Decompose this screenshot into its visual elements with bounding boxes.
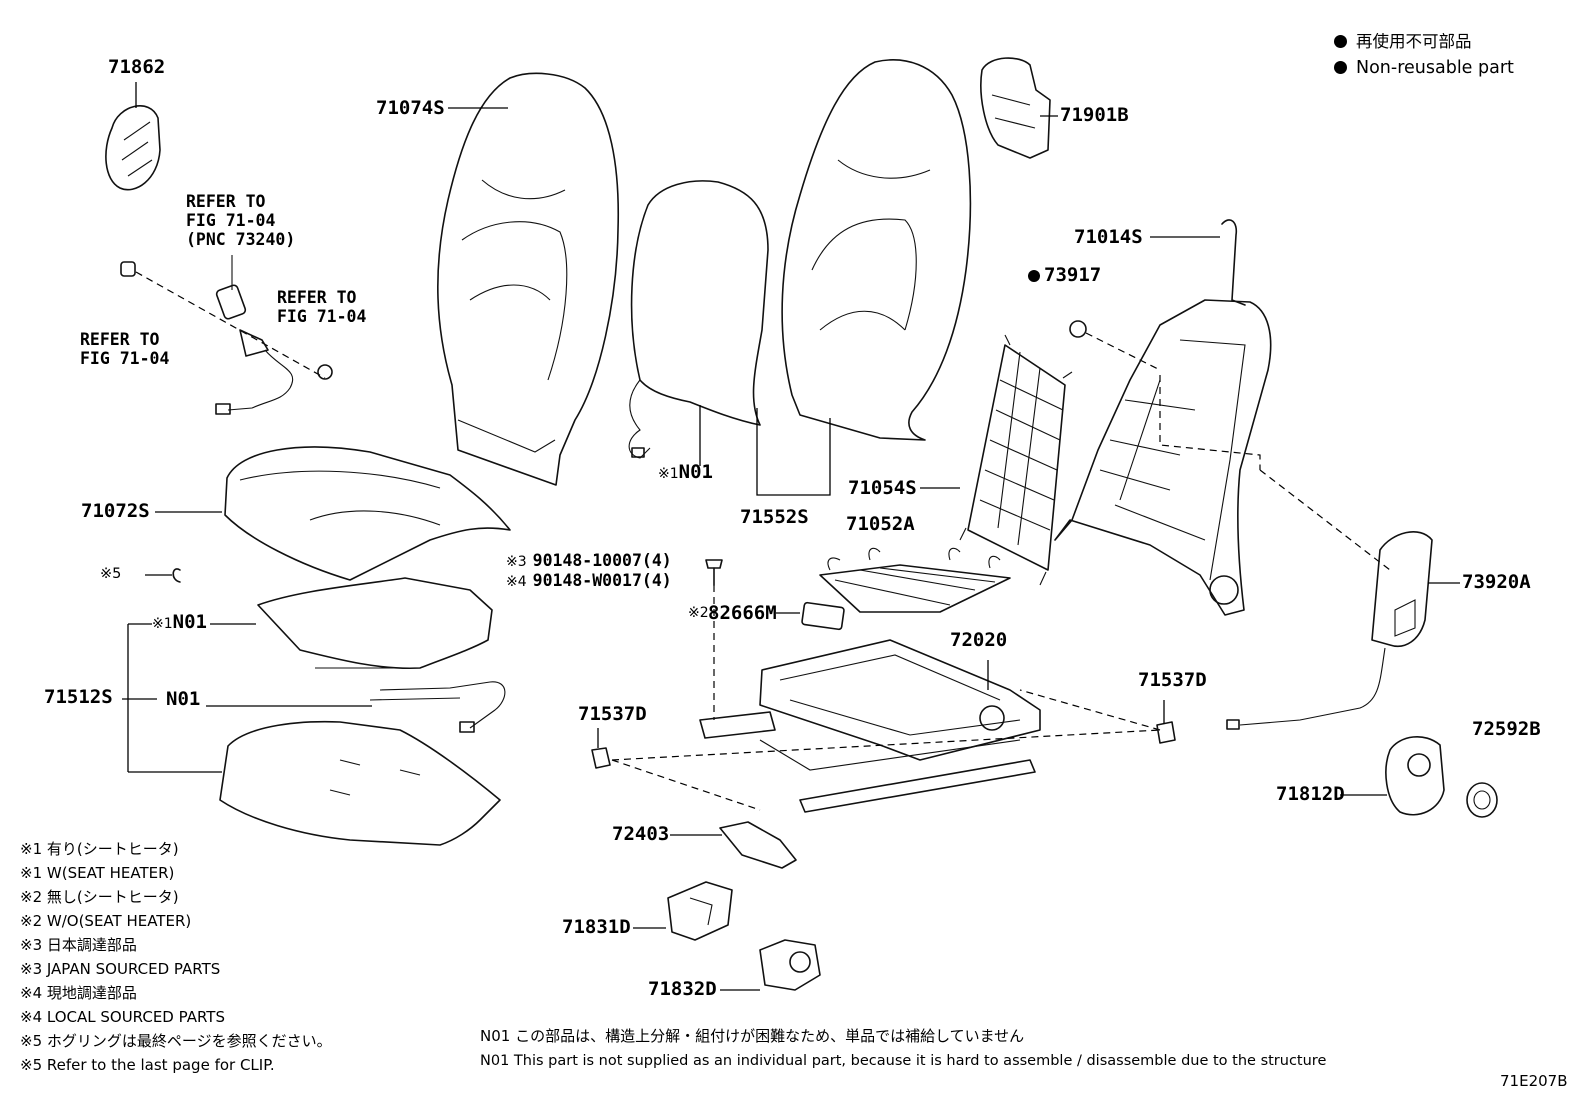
- label-71512s: 71512S: [44, 686, 113, 708]
- mark-4: ※4: [506, 574, 527, 590]
- legend-english-text: Non-reusable part: [1356, 58, 1514, 78]
- label-71537d-left: 71537D: [578, 703, 647, 725]
- label-72592b: 72592B: [1472, 718, 1541, 740]
- part-71054s-spring-mat-drawing: [959, 334, 1073, 586]
- part-n01-heater-pad-drawing: [257, 577, 493, 670]
- label-71054s: 71054S: [848, 477, 917, 499]
- part-73917-grommet-drawing: [1069, 320, 1161, 371]
- part-71052a-spring-set-drawing: [819, 547, 1011, 613]
- label-clip-mark: ※5: [100, 566, 122, 582]
- part-71072s-cushion-cover-drawing: [224, 446, 511, 581]
- legend-japanese: 再使用不可部品: [1334, 32, 1472, 51]
- refer-to-fig-right: REFER TO FIG 71-04: [277, 288, 367, 326]
- part-71832d-cover-drawing: [759, 939, 821, 991]
- label-71832d: 71832D: [648, 978, 717, 1000]
- n01-note-english: N01 This part is not supplied as an indi…: [480, 1053, 1327, 1069]
- label-72403: 72403: [612, 823, 670, 845]
- label-n01-cushion: N01: [166, 688, 201, 710]
- footnote-3-ja: ※3 日本調達部品: [20, 936, 137, 954]
- part-cushion-pad-drawing: [219, 720, 501, 846]
- part-71862-cover-drawing: [105, 105, 161, 191]
- bolt-90148-drawing: [705, 559, 723, 720]
- part-n01-harness-drawing: [369, 681, 506, 733]
- label-72020: 72020: [950, 629, 1008, 651]
- part-71901b-panel-drawing: [980, 57, 1051, 159]
- label-73917-text: 73917: [1044, 264, 1102, 286]
- label-n01-seatback: ※1N01: [658, 463, 713, 482]
- part-71831d-cover-drawing: [667, 881, 733, 941]
- label-82666m: 82666M: [708, 602, 777, 624]
- label-71074s: 71074S: [376, 97, 445, 119]
- mark-1: ※1: [152, 616, 173, 632]
- label-71812d: 71812D: [1276, 783, 1345, 805]
- label-71831d: 71831D: [562, 916, 631, 938]
- mark-3: ※3: [506, 554, 527, 570]
- label-73917: 73917: [1028, 266, 1101, 285]
- label-n01-seatback-text: N01: [678, 461, 713, 483]
- footnote-2-ja: ※2 無し(シートヒータ): [20, 888, 179, 906]
- label-bolt-japan-text: 90148-10007(4): [532, 551, 672, 570]
- part-71537d-clip-right-drawing: [1156, 721, 1176, 744]
- label-71052a: 71052A: [846, 513, 915, 535]
- part-73920a-side-airbag-drawing: [1226, 531, 1433, 730]
- legend-japanese-text: 再使用不可部品: [1356, 32, 1472, 51]
- refer-to-fig-left: REFER TO FIG 71-04: [80, 330, 170, 368]
- leader-lines: [122, 82, 1460, 991]
- label-bolt-japan: ※3 90148-10007(4): [506, 551, 672, 570]
- footnote-1-ja: ※1 有り(シートヒータ): [20, 840, 179, 858]
- footnote-5-ja: ※5 ホグリングは最終ページを参照ください。: [20, 1032, 332, 1050]
- label-n01-cushion-heater: ※1N01: [152, 613, 207, 632]
- part-72592b-cap-drawing: [1466, 782, 1498, 818]
- part-72020-seat-frame-drawing: [611, 639, 1161, 813]
- non-reusable-dot-icon: [1334, 35, 1347, 48]
- footnote-4-ja: ※4 現地調達部品: [20, 984, 137, 1002]
- label-bolt-local: ※4 90148-W0017(4): [506, 571, 672, 590]
- label-n01-cushion-heater-text: N01: [172, 611, 207, 633]
- part-71552s-seatback-assy-drawing: [756, 59, 972, 496]
- part-71074s-seatback-cover-drawing: [437, 72, 620, 486]
- label-bolt-local-text: 90148-W0017(4): [532, 571, 672, 590]
- bolt-fastener-left-drawing: [120, 261, 333, 380]
- part-71812d-cover-drawing: [1385, 736, 1445, 816]
- label-71862: 71862: [108, 56, 166, 78]
- footnote-1-en: ※1 W(SEAT HEATER): [20, 864, 175, 882]
- part-82666m-module-drawing: [801, 601, 845, 631]
- label-71901b: 71901B: [1060, 104, 1129, 126]
- footnote-4-en: ※4 LOCAL SOURCED PARTS: [20, 1008, 225, 1026]
- footnote-5-en: ※5 Refer to the last page for CLIP.: [20, 1056, 275, 1074]
- part-71537d-clip-left-drawing: [591, 747, 611, 769]
- label-73920a: 73920A: [1462, 571, 1531, 593]
- label-71552s: 71552S: [740, 506, 809, 528]
- label-71072s: 71072S: [81, 500, 150, 522]
- label-71014s: 71014S: [1074, 226, 1143, 248]
- legend-english: Non-reusable part: [1334, 58, 1514, 78]
- figure-code: 71E207B: [1500, 1072, 1568, 1090]
- seatback-pad-n01-drawing: [628, 180, 769, 466]
- part-72403-bracket-drawing: [719, 821, 797, 869]
- mark-1: ※1: [658, 466, 679, 482]
- footnote-3-en: ※3 JAPAN SOURCED PARTS: [20, 960, 221, 978]
- clip-drawing: [172, 568, 181, 583]
- n01-note-japanese: N01 この部品は、構造上分解・組付けが困難なため、単品では補給していません: [480, 1027, 1025, 1045]
- footnote-2-en: ※2 W/O(SEAT HEATER): [20, 912, 192, 930]
- non-reusable-dot-icon: [1334, 61, 1347, 74]
- seat-belt-buckle-drawing: [215, 255, 294, 415]
- mark-2-module: ※2: [688, 605, 709, 621]
- label-71537d-right: 71537D: [1138, 669, 1207, 691]
- part-71014s-seatback-frame-drawing: [1054, 219, 1391, 616]
- non-reusable-dot-icon: [1028, 270, 1040, 282]
- refer-to-fig-pnc73240: REFER TO FIG 71-04 (PNC 73240): [186, 192, 296, 249]
